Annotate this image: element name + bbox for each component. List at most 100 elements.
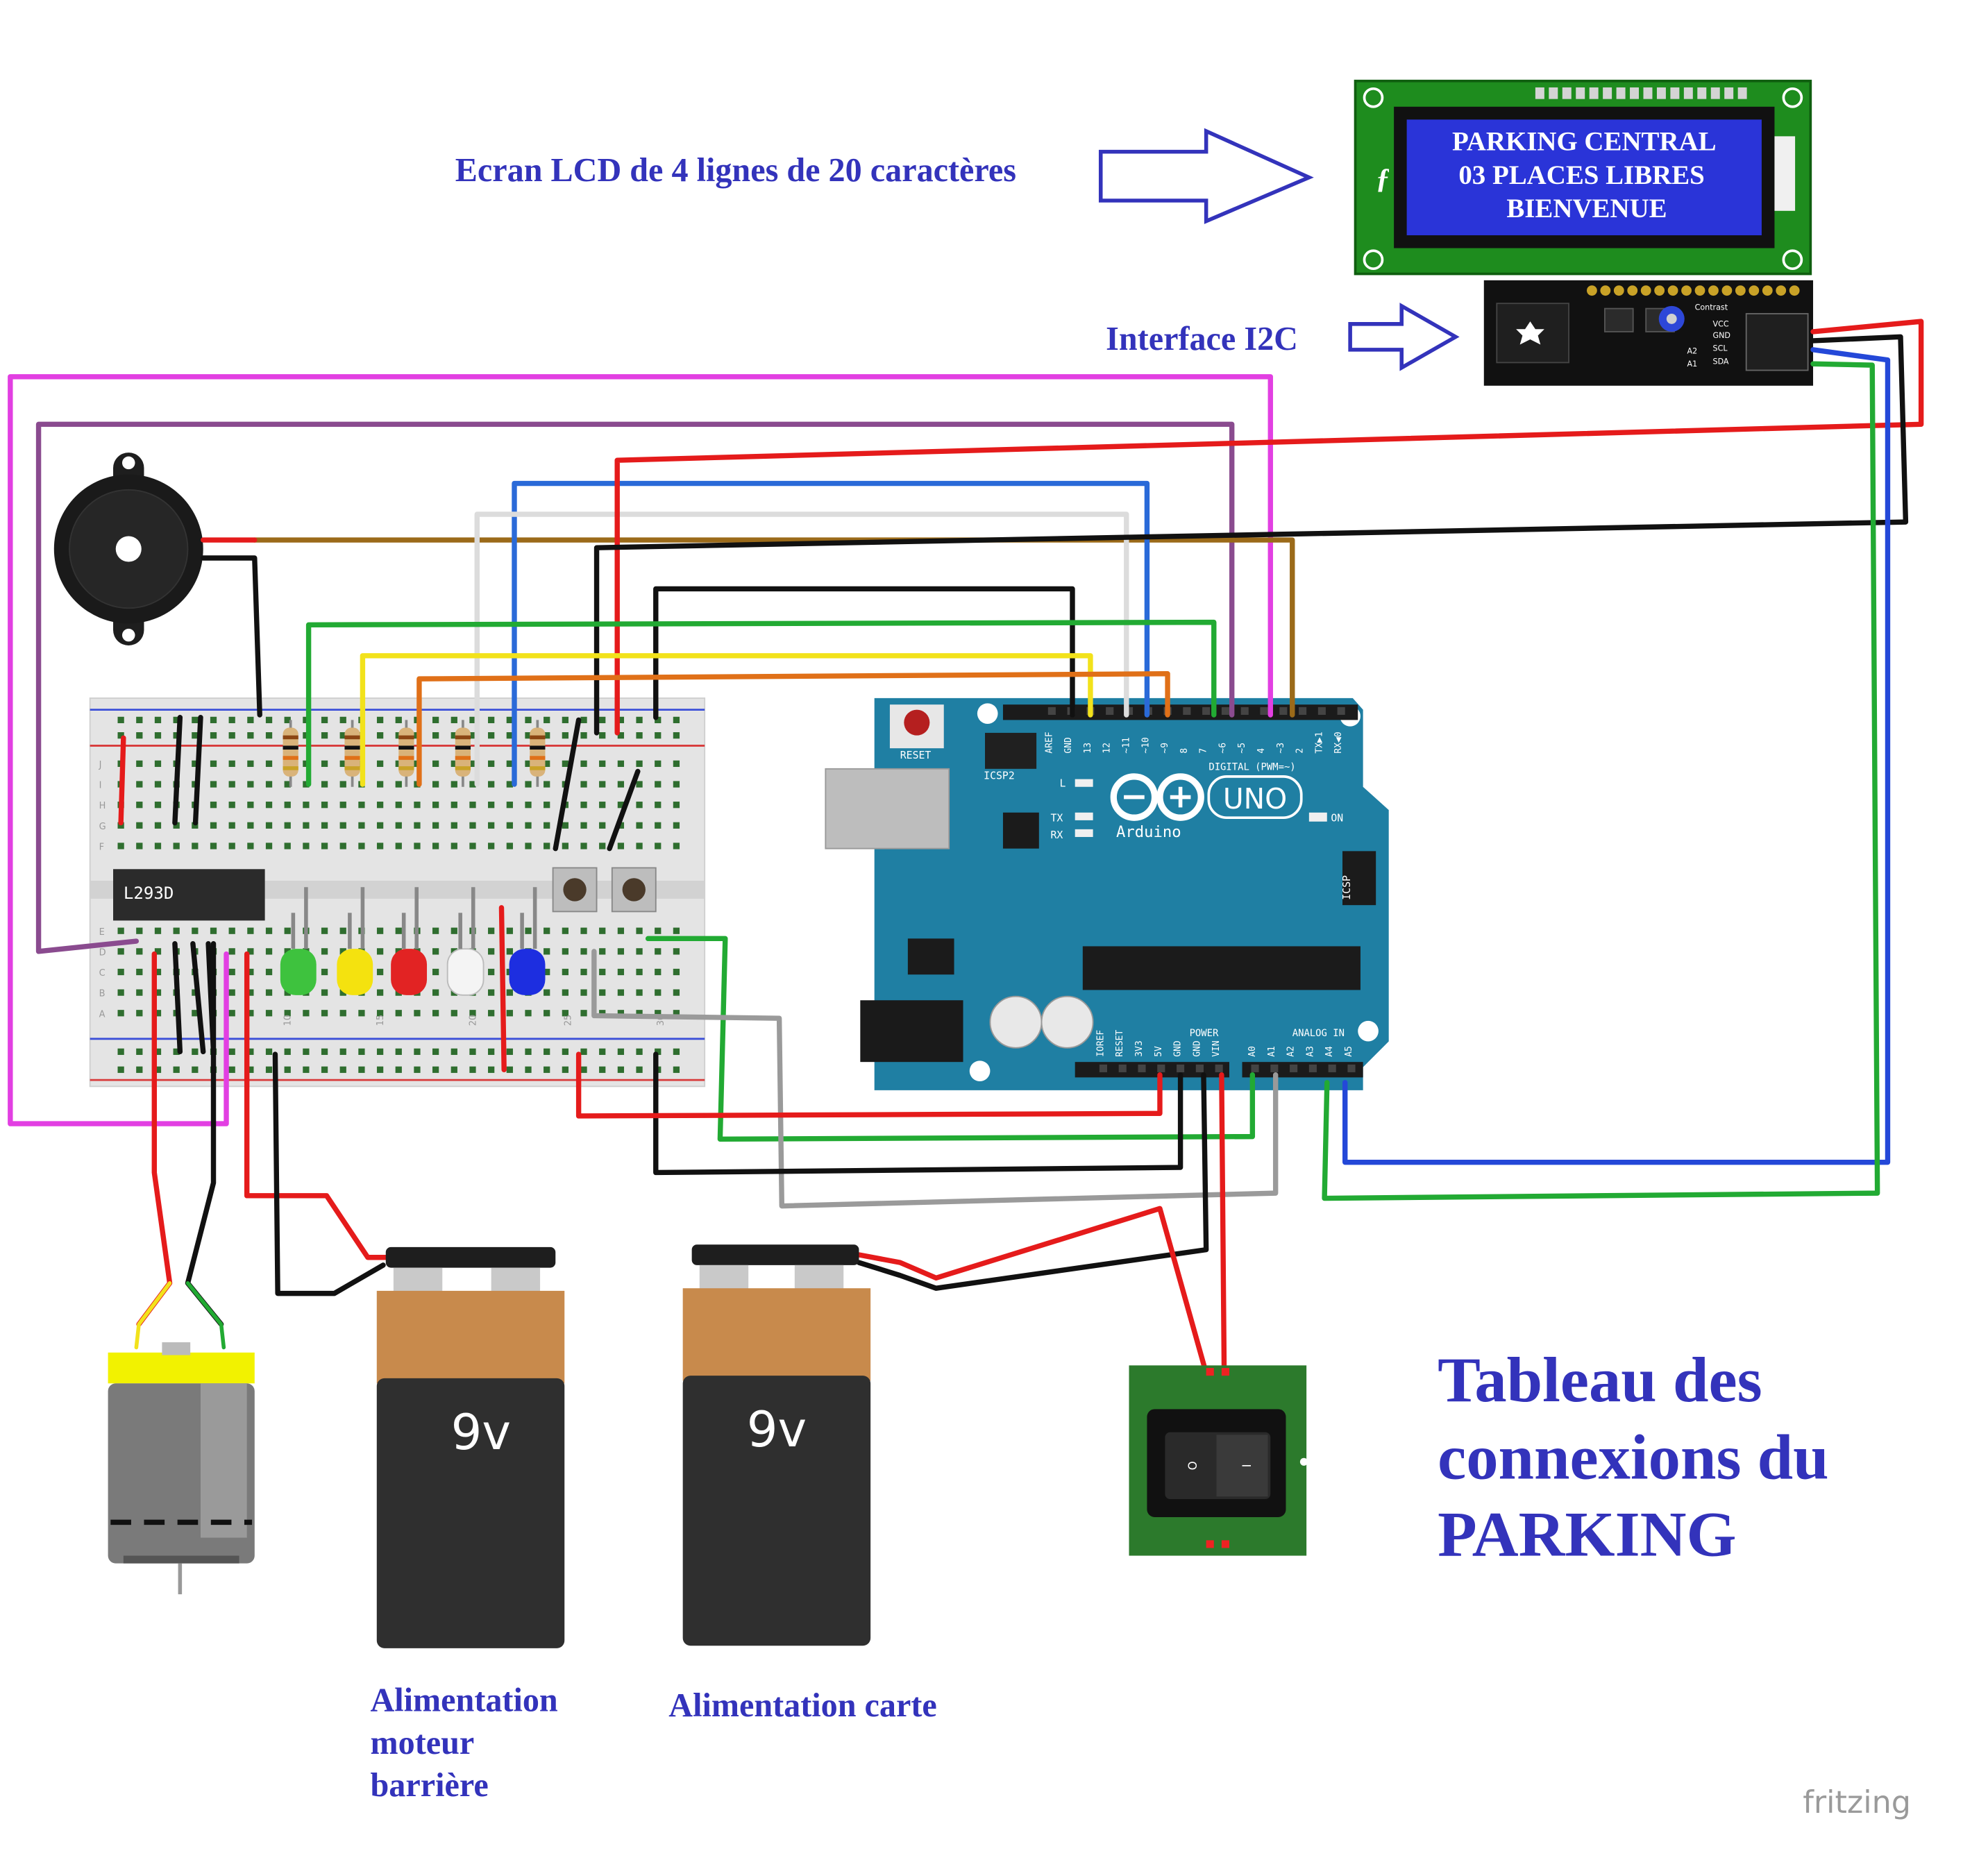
wire-magenta [8,374,1273,1126]
battery-2: 9v [682,1244,871,1646]
buzzer [53,453,203,645]
pin-label: 13 [1083,743,1093,754]
logo-icon [1516,321,1544,345]
col-mark: 20 [468,1015,478,1026]
resistors [283,720,546,787]
pin-label: ~11 [1121,737,1131,753]
pin-label: IOREF [1095,1030,1106,1057]
battery1-caption-line2: moteur [371,1725,475,1761]
contrast-label: Contrast [1695,303,1728,312]
wire-grey [591,949,1279,1209]
led-red [391,887,428,995]
wire-red-vcc [614,319,1924,736]
rocker-switch[interactable]: O I [1129,1365,1308,1556]
pin-label: A4 [1324,1046,1335,1057]
dc-jack [860,1000,963,1063]
row-letter: B [99,989,106,999]
addr-a1: A1 [1687,360,1697,369]
row-letter: I [99,781,102,791]
pin-vcc: VCC [1713,320,1729,329]
led-yellow [337,887,373,995]
wire-blue-scl [1342,347,1891,1165]
resistor [398,720,414,787]
power-label: POWER [1190,1028,1219,1039]
wire-black-gnd [593,334,1909,736]
pin-label: 8 [1179,748,1190,754]
lcd-header-pins [1535,87,1747,99]
wire-buzzer-black [200,555,262,718]
lcd-arrow-icon [1098,128,1314,224]
reset-label: RESET [900,750,932,761]
lcd-line-2: 03 PLACES LIBRES [1458,160,1704,190]
row-letter: J [99,760,102,770]
pin-label: ~5 [1237,743,1247,754]
battery-1: 9v [376,1246,565,1648]
wire-orange [416,671,1170,787]
lcd-screen [1406,119,1762,236]
i2c-caption: Interface I2C [1106,321,1298,357]
pin-label: A5 [1344,1046,1354,1057]
pin-label: A3 [1305,1046,1315,1057]
push-button-2[interactable] [611,867,657,913]
arduino-model: UNO [1223,782,1287,815]
resistor [455,720,471,787]
digital-label: DIGITAL (PWM=~) [1208,762,1295,773]
battery2-caption: Alimentation carte [668,1687,936,1724]
pin-label: ~3 [1276,743,1286,754]
title-line-3: PARKING [1438,1499,1736,1571]
icsp-label: ICSP [1341,875,1353,900]
wire-green-sda [1322,361,1880,1201]
pin-scl: SCL [1713,344,1728,353]
pin-label: A0 [1247,1046,1258,1057]
lcd-caption: Ecran LCD de 4 lignes de 20 caractères [455,152,1016,189]
wire-white [474,512,1129,787]
row-letter: A [99,1009,106,1020]
row-letter: E [99,927,105,938]
pin-label: AREF [1044,732,1054,753]
resistor [344,720,360,787]
l293d-chip [113,869,265,921]
i2c-header-pins [1586,285,1800,296]
arduino-uno: RESET ICSP2 ICSP UNO Arduino DIGITAL (PW… [825,698,1389,1090]
l-label: L [1059,778,1065,790]
pin-label: RESET [1115,1030,1125,1057]
row-letter: D [99,947,106,958]
lcd-line-1: PARKING CENTRAL [1452,127,1717,157]
i2c-interface-board: Contrast VCC GND SCL SDA A2 A1 [1483,280,1814,386]
tx-label: TX [1050,813,1063,825]
battery1-caption-line3: barrière [371,1767,489,1804]
wire-blue [512,480,1150,787]
col-mark: 10 [283,1015,294,1026]
pin-label: A2 [1286,1046,1297,1057]
pin-sda: SDA [1713,357,1729,366]
pin-label: ~10 [1140,737,1151,753]
led-green [280,887,317,995]
dc-motor [108,1342,255,1595]
pin-gnd: GND [1713,331,1730,340]
analog-label: ANALOG IN [1292,1028,1345,1039]
atmega-chip [1082,946,1361,990]
title-line-1: Tableau des [1438,1344,1762,1416]
pin-label: VIN [1211,1040,1222,1056]
push-button-1[interactable] [552,867,598,913]
pin-label: ~9 [1160,743,1170,754]
wire-brown [252,537,1295,718]
row-letter: H [99,801,106,811]
col-mark: 15 [376,1015,386,1026]
lcd-module: ƒ PARKING CENTRAL 03 PLACES LIBRES BIENV… [1354,79,1812,276]
row-letter: F [99,843,104,853]
pin-label: 5V [1154,1046,1164,1057]
pin-label: GND [1173,1040,1183,1056]
arduino-brand: Arduino [1116,823,1181,841]
wire-yellow [360,653,1093,787]
battery-1-label: 9v [451,1404,511,1461]
row-letter: G [99,822,106,832]
rx-label: RX [1050,829,1063,841]
chip-label: L293D [124,884,174,903]
col-mark: 25 [564,1015,574,1026]
